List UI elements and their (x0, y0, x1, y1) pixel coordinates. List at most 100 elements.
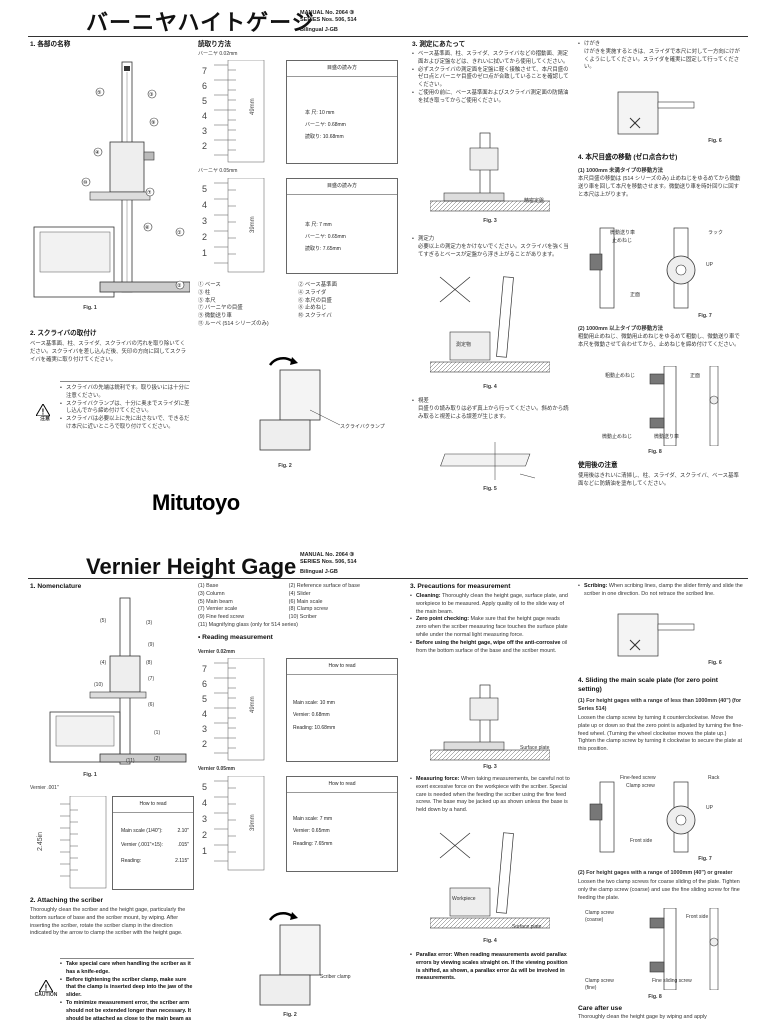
scriber-clamp-diagram-en (259, 912, 321, 1006)
fig2-caption-en: Fig. 2 (283, 1012, 297, 1018)
measuring-force-title: 測定力 (418, 236, 435, 242)
inch-reading-label: Reading: (121, 857, 142, 864)
svg-text:⑩: ⑩ (83, 180, 88, 186)
inch-reading-value: 2.115" (175, 857, 189, 864)
how-to-read: 目盛の読み方 (287, 61, 397, 77)
inch-vernier-label: Vernier (.001"×15): (121, 841, 163, 848)
coarse-screw-label-jp: 粗動止めねじ (605, 373, 636, 379)
part-item: (2) Reference surface of base (288, 583, 360, 589)
vernier-label: バーニヤ: (305, 121, 327, 128)
svg-text:4: 4 (202, 200, 207, 210)
reading-title-text: Reading measurement (202, 634, 273, 641)
sliding-sub1-en: (1) For height gages with a range of les… (578, 698, 742, 712)
vernier-scale-inch: 2.45in (37, 796, 107, 889)
svg-text:⑦: ⑦ (147, 190, 152, 196)
measuring-force-text: When taking measurements, be careful not… (416, 776, 570, 814)
svg-text:39mm: 39mm (250, 216, 256, 233)
reading-table-en-1: How to read Main scale: 10 mm Vernier: 0… (286, 658, 398, 762)
part-item: ③ 柱 (198, 289, 211, 296)
caution-item: スクライバは必要以上に先に出さないで、できるだけ本尺に近いところで取り付けてくだ… (60, 416, 190, 432)
svg-text:4: 4 (202, 709, 207, 719)
section-nomenclature-jp: 1. 各部の名称 (30, 41, 71, 48)
svg-text:1: 1 (202, 846, 207, 856)
precaution-item: 必ずスクライバの測定面を定盤に軽く接触させて、本尺目盛のゼロ点とバーニヤ目盛のゼ… (412, 67, 572, 90)
fig4-caption-en: Fig. 4 (483, 938, 497, 944)
svg-text:5: 5 (202, 184, 207, 194)
parallax-title: 視差 (418, 398, 429, 404)
svg-text:①: ① (177, 230, 182, 236)
fig8-caption-jp: Fig. 8 (648, 449, 662, 455)
manual-number: MANUAL No. 2064 ③ (300, 10, 355, 16)
front-label-en: Front side (630, 838, 653, 844)
svg-text:(10): (10) (94, 682, 103, 688)
vernier-value: 0.65mm (311, 828, 330, 835)
parallax-jp: 視差目盛りの読み取りは必ず真上から行ってください。斜めから読み取ると視差による誤… (412, 398, 572, 421)
workpiece-label-en: Workpiece (452, 896, 476, 902)
svg-text:!: ! (45, 984, 48, 993)
svg-text:4: 4 (202, 798, 207, 808)
cleaning-label: Cleaning: (416, 593, 441, 599)
vernier-inch-label: Vernier .001" (30, 785, 59, 791)
coarse-fine-diagram-jp (649, 366, 719, 446)
svg-text:7: 7 (202, 664, 207, 674)
fig6-caption-en: Fig. 6 (708, 660, 722, 666)
svg-text:2: 2 (202, 141, 207, 151)
precautions-list-jp: ベース基準面、柱、スライダ、スクライバなどの摺動面、測定面および定盤などは、きれ… (412, 51, 572, 106)
section-sliding-en: 4. Sliding the main scale plate (for zer… (578, 677, 718, 693)
clamp-screw-label-jp: 止めねじ (612, 238, 633, 244)
zero-check-label: Zero point checking: (416, 616, 470, 623)
precautions-list-en: Cleaning: Thoroughly clean the height ga… (410, 593, 570, 656)
reading-table-jp-2: 目盛の読み方 本 尺: 7 mm バーニヤ: 0.65mm 読取り: 7.65m… (286, 178, 398, 274)
fine-screw-label-en: Clamp screw (fine) (585, 978, 614, 991)
warning-icon: ! (36, 404, 50, 416)
attach-scriber-text-jp: ベース基準面、柱、スライダ、スクライバの汚れを取り除いてください。スクライバを差… (30, 341, 187, 363)
workpiece-label-jp: 測定物 (456, 342, 472, 348)
part-item: ⑦ バーニヤの目盛 (198, 305, 243, 312)
up-label-jp: UP (706, 262, 713, 268)
svg-text:49mm: 49mm (250, 98, 256, 115)
surface-plate-label-en: Surface plate (520, 745, 550, 751)
svg-text:5: 5 (202, 782, 207, 792)
svg-text:49mm: 49mm (250, 696, 256, 713)
reading-value: 7.65mm (314, 840, 333, 847)
sliding-text1-en: Loosen the clamp screw by turning it cou… (578, 715, 744, 753)
series-number: SERIES Nos. 506, 514 (300, 559, 357, 566)
fig2-caption-jp: Fig. 2 (278, 463, 292, 469)
precaution-item: ご使用の前に、ベース基準面およびスクライバ測定面の防錆油を拭き取ってからご使用く… (412, 90, 572, 106)
warning-icon: ! (39, 980, 53, 992)
svg-text:⑥: ⑥ (145, 225, 150, 231)
part-item: ⑥ 本尺の目盛 (298, 297, 332, 304)
series-number: SERIES Nos. 506, 514 (300, 17, 357, 24)
section-precautions-en: 3. Precautions for measurement (410, 583, 511, 590)
scribing-en: Scribing: When scribing lines, clamp the… (578, 583, 744, 599)
fine-feed-label-en: Fine-feed screw (620, 775, 656, 781)
bilingual-label: Bilingual J-GB (300, 27, 338, 34)
caution-block-jp: ! 注意 (36, 404, 54, 423)
part-item: ⑩ スクライバ (298, 313, 332, 320)
zero-setting-diagram-jp (589, 227, 696, 309)
manual-info-en: MANUAL No. 2064 ③ SERIES Nos. 506, 514 B… (300, 552, 357, 576)
parallax-diagram-jp (440, 442, 536, 480)
how-to-read: How to read (113, 797, 193, 813)
part-item: (1) Base (198, 583, 219, 589)
mitutoyo-logo: Mitutoyo (152, 490, 240, 515)
reading-title-jp: 読取り方法 (198, 41, 231, 48)
fine-feed2-label-jp: 微動送り車 (654, 434, 680, 440)
vernier-value: 0.68mm (311, 712, 330, 719)
cleaning-text: Thoroughly clean the height gage, surfac… (416, 593, 568, 615)
after-use-text-jp: 使用後はきれいに清掃し、柱、スライダ、スクライバ、ベース基準面などに防錆油を塗布… (578, 473, 739, 487)
attach-scriber-text-en: Thoroughly clean the scriber and the hei… (30, 907, 186, 937)
page-title-jp: バーニヤハイトゲージ (86, 10, 315, 35)
svg-text:39mm: 39mm (250, 814, 256, 831)
scribing-jp: けがきけがきを実施するときは、スライダで本尺に対して一方向にけがくようにしてくだ… (578, 41, 743, 72)
caution-list-en: Take special care when handling the scri… (60, 961, 194, 1024)
fig7-caption-en: Fig. 7 (698, 856, 712, 862)
part-item: ① ベース (198, 282, 221, 288)
vernier-value: 0.68mm (327, 121, 346, 128)
scribing-text: When scribing lines, clamp the slider fi… (584, 583, 743, 597)
svg-text:(2): (2) (154, 756, 160, 762)
scribing-diagram-jp (617, 91, 695, 135)
sliding-sub2-en: (2) For height gages with a range of 100… (578, 870, 733, 876)
caution-item: To minimize measurement error, the scrib… (60, 1000, 194, 1024)
